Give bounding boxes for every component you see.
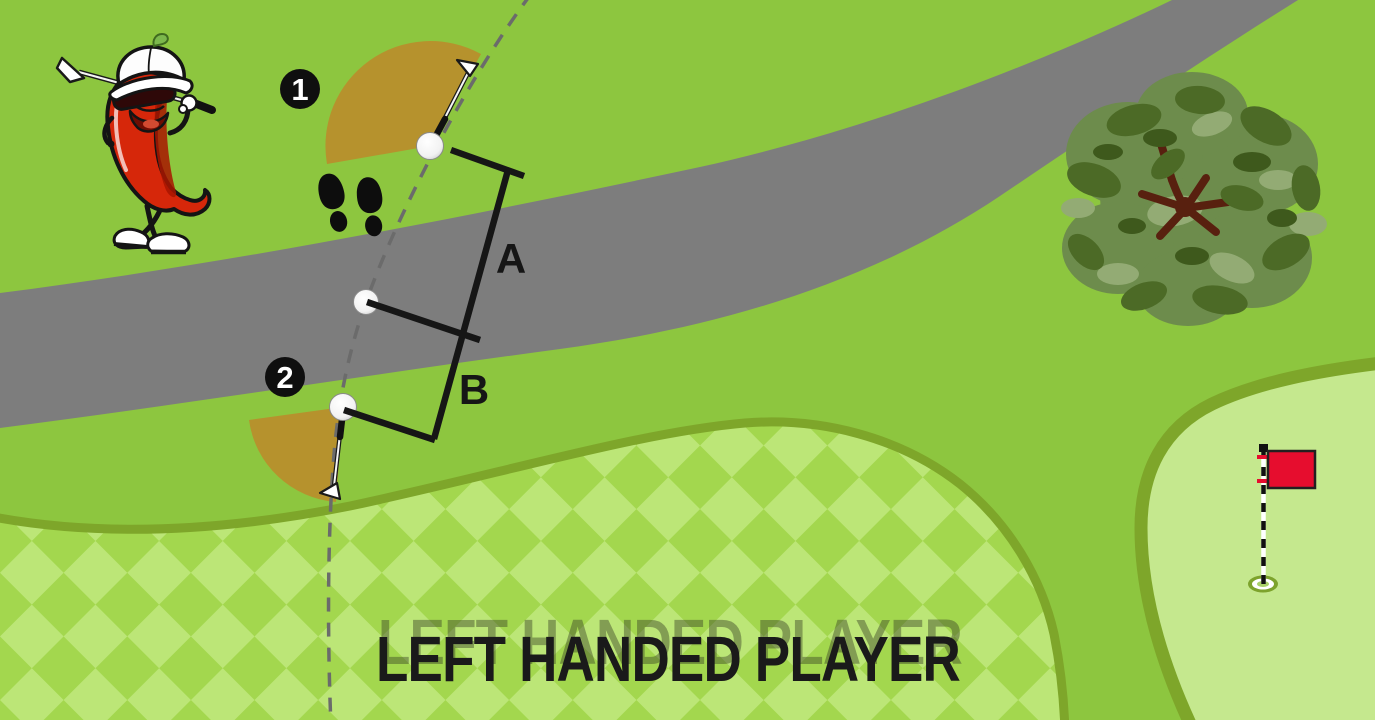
golf-ball-2 [329, 393, 357, 421]
dashed-target-line [326, 0, 529, 720]
position-2-number: 2 [276, 360, 293, 395]
flag-cloth [1266, 449, 1317, 490]
position-1-badge: 1 [280, 69, 320, 109]
bush-icon [1061, 72, 1327, 326]
relief-fan-1 [325, 41, 481, 164]
cart-path [0, 0, 1298, 428]
character-shoe [146, 232, 191, 254]
fairway-checkered-area [0, 417, 1070, 720]
position-2-badge: 2 [265, 357, 305, 397]
page-title: LEFT HANDED PLAYER [376, 623, 960, 695]
putting-green [1134, 357, 1375, 720]
distance-b-label: B [459, 366, 489, 413]
cap-sprout [152, 32, 169, 48]
position-1-number: 1 [291, 72, 308, 107]
title-shadow: LEFT HANDED PLAYER [378, 606, 962, 678]
golfer-character-icon [55, 32, 216, 255]
flag-icon [1257, 444, 1317, 584]
golf-ball-original [353, 289, 379, 315]
measurement-lines [342, 146, 526, 444]
character-club-head [55, 56, 86, 84]
relief-fan-2 [249, 407, 343, 502]
golf-ball-1 [416, 132, 444, 160]
fairway-border [0, 417, 1070, 720]
distance-a-label: A [496, 235, 526, 282]
